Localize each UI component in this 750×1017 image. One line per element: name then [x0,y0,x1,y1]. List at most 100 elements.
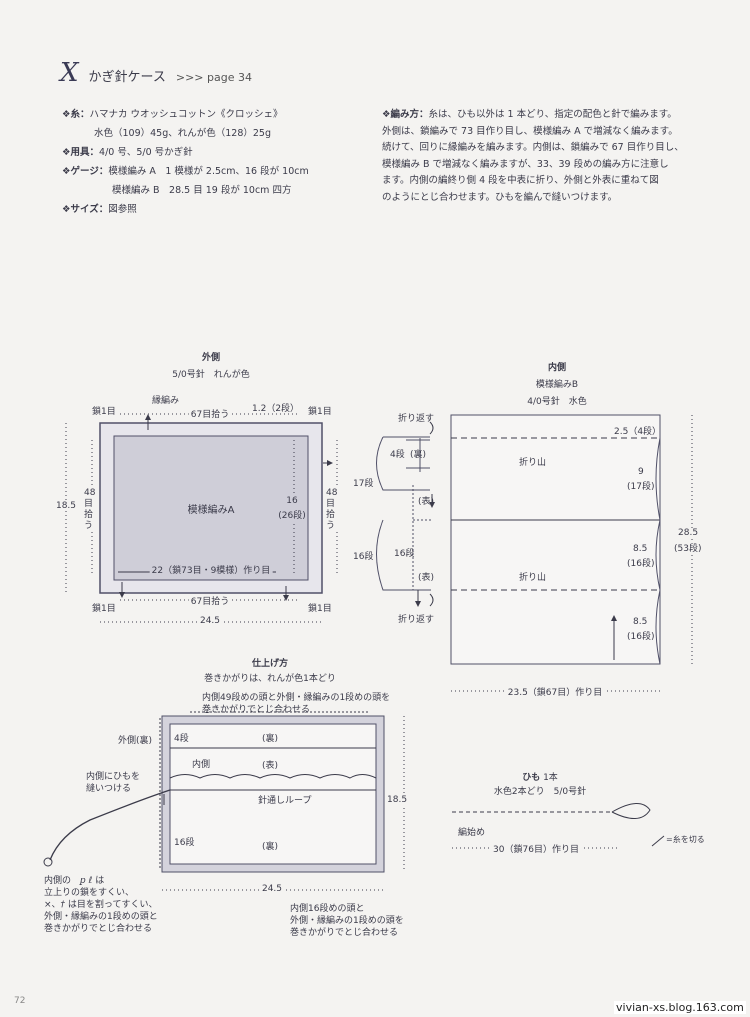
side-omote1: (表) [418,497,435,507]
inner-d3: 8.5 [633,544,648,554]
gauge-line1: 模様編み A 1 模様が 2.5cm、16 段が 10cm [108,166,309,177]
cord-length: 30（鎖76目）作り目 [490,842,582,855]
finish-note2e: 外側・縁編みの1段めの頭と [44,912,158,922]
finish-inner [169,723,377,865]
side-fold-top: 折り返す [398,414,435,424]
method-label: ❖編み方： [382,109,429,120]
page-reference: >>> page 34 [175,71,252,84]
finish-title: 仕上げ方 [251,659,289,669]
side-r16a: 16段 [353,552,374,562]
inner-bottom: 23.5（鎖67目）作り目 [504,685,606,698]
finish-omote: (表) [262,761,279,771]
finish-note2a: 内側の ꝑ ℓ は [44,876,105,886]
inner-d4: 8.5 [633,617,648,627]
side-omote2: (表) [418,573,435,583]
inner-title: 内側 [547,363,567,373]
outer-chain-br: 鎖1目 [308,604,332,614]
finish-note1a: 内側49段めの頭と外側・縁編みの1段めの頭を [202,693,391,703]
section-header: X かぎ針ケース >>> page 34 [60,58,252,88]
yarn-line2: 水色（109）45g、れんが色（128）25g [94,128,272,139]
finish-outer-back: 外側(裏) [118,736,153,746]
credit: vivian-xs.blog.163.com [614,1001,746,1014]
outer-width: 24.5 [196,616,224,626]
method-line-2: 続けて、回りに縁編みを編みます。内側は、鎖編みで 67 目作り目し、 [382,142,684,153]
cord-title: ひも [522,773,541,783]
inner-total: 28.5 [678,528,699,538]
finish-note2d-row: ×、† は目を割ってすくい、 [44,900,158,910]
inner-sub: 4/0号針 水色 [527,397,587,407]
inner-pattern: 模様編みB [535,380,579,390]
tools-label: ❖用具： [62,147,100,158]
yarn-label: ❖糸： [62,109,90,120]
outer-right-rows: (26段) [278,508,306,521]
page-number: 72 [14,996,26,1006]
section-title: かぎ針ケース [88,70,166,85]
inner-d1: 2.5（4段） [614,427,662,437]
finish-note3c: 巻きかがりでとじ合わせる [290,928,399,938]
finish-note1b: 巻きかがりでとじ合わせる [202,705,311,715]
finish-note2b: は [95,876,105,886]
finish-note3b: 外側・縁編みの1段めの頭を [290,916,404,926]
finish-ura2: (裏) [262,842,279,852]
finish-note2f: 巻きかがりでとじ合わせる [44,924,153,934]
outer-top-rows: 1.2（2段） [252,404,300,414]
outer-bottom-pick: 67目拾う [188,594,232,607]
tools-value: 4/0 号、5/0 号かぎ針 [99,147,193,158]
size-value: 図参照 [108,204,137,215]
outer-top-pick: 67目拾う [188,407,232,420]
inner-d2-rows: (17段) [627,482,655,492]
cord-start: 編始め [458,828,486,838]
outer-title: 外側 [201,353,221,363]
finish-cord-note2: 縫いつける [86,784,132,794]
finish-width: 24.5 [258,884,286,894]
method-line-1: 外側は、鎖編みで 73 目作り目し、模様編み A で増減なく編みます。 [382,125,678,137]
finish-note2c: 立上りの鎖をすくい、 [44,888,135,898]
inner-total-rows: (53段) [674,541,702,554]
side-fold-bottom: 折り返す [398,615,435,625]
side-r17: 17段 [353,479,374,489]
knitting-method: ❖編み方：糸は、ひも以外は 1 本どり、指定の配色と針で編みます。 外側は、鎖編… [382,107,692,206]
outer-center-label: 模様編みA [187,505,235,516]
finish-r4: 4段 [174,734,189,744]
finish-ura1: (裏) [262,734,279,744]
finish-cord-note1: 内側にひもを [86,772,141,782]
cord-sub: 水色2本どり 5/0号針 [493,787,587,797]
outer-chain-tr: 鎖1目 [308,407,332,417]
section-mark: X [60,58,79,88]
finish-sub: 巻きかがりは、れんが色1本どり [204,674,336,684]
side-r16b: 16段 [394,549,415,559]
inner-d4-rows: (16段) [627,632,655,642]
outer-height: 18.5 [55,501,77,511]
cord-legend: =糸を切る [666,835,705,844]
finish-note3a: 内側16段めの頭と [290,904,365,914]
cord-title-row: ひも 1本 [522,770,558,783]
materials-spec: ❖糸：ハマナカ ウオッシュコットン《クロッシェ》 水色（109）45g、れんが色… [62,105,362,219]
inner-fold2: 折り山 [519,573,547,583]
finish-note2d: は目を割ってすくい、 [67,900,158,910]
outer-side-pick: 48目拾う [84,488,96,532]
cord-count: 1本 [543,773,558,783]
outer-chain-bl: 鎖1目 [92,604,116,614]
outer-right-dim: 16 [286,496,298,506]
inner-piece [450,414,661,665]
side-ura: (裏) [410,450,427,460]
outer-sub: 5/0号針 れんが色 [172,370,250,380]
method-line-5: のようにとじ合わせます。ひもを編んで縫いつけます。 [382,191,618,203]
finish-r16: 16段 [174,838,195,848]
outer-edging: 縁編み [152,396,180,406]
yarn-line1: ハマナカ ウオッシュコットン《クロッシェ》 [89,109,283,120]
outer-chain-tl: 鎖1目 [92,407,116,417]
method-line-3: 模様編み B で増減なく編みますが、33、39 段めの編み方に注意し [382,158,669,170]
inner-fold1: 折り山 [519,458,547,468]
inner-d3-rows: (16段) [627,559,655,569]
inner-d2: 9 [638,467,644,477]
finish-inner-label: 内側 [192,760,211,770]
finish-height: 18.5 [387,795,408,805]
outer-piece-body [113,435,309,581]
finish-note2a-text: 内側の [44,876,72,886]
gauge-label: ❖ゲージ： [62,166,109,177]
size-label: ❖サイズ： [62,204,109,215]
outer-bottom-start: 22（鎖73目・9模様）作り目 [149,563,273,576]
finish-loop: 針通しループ [258,796,312,806]
